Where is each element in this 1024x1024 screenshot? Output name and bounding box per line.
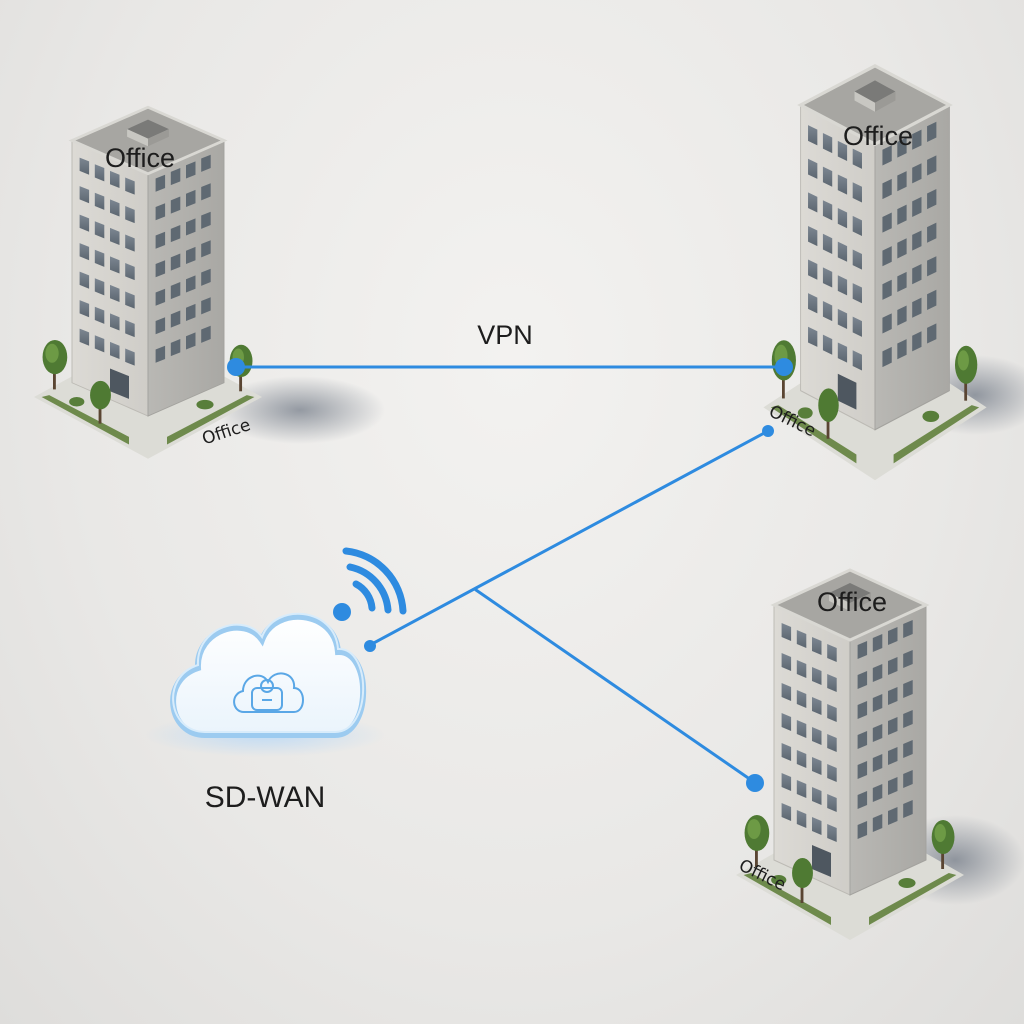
sdwan-link-line-office-2 bbox=[368, 429, 770, 647]
node-office-2-vpn bbox=[775, 358, 793, 376]
node-office-1 bbox=[227, 358, 245, 376]
cloud-router-icon bbox=[170, 612, 367, 738]
sdwan-cloud-label: SD-WAN bbox=[205, 781, 326, 814]
office-3-title: Office bbox=[817, 587, 887, 617]
office-1-title: Office bbox=[105, 143, 175, 173]
node-office-2-sdwan bbox=[762, 425, 774, 437]
vpn-link-label: VPN bbox=[477, 320, 533, 350]
office-2-title: Office bbox=[843, 121, 913, 151]
wifi-signal-icon bbox=[333, 547, 407, 621]
sdwan-link-line-office-3 bbox=[474, 588, 756, 784]
node-office-3 bbox=[746, 774, 764, 792]
node-cloud bbox=[364, 640, 376, 652]
